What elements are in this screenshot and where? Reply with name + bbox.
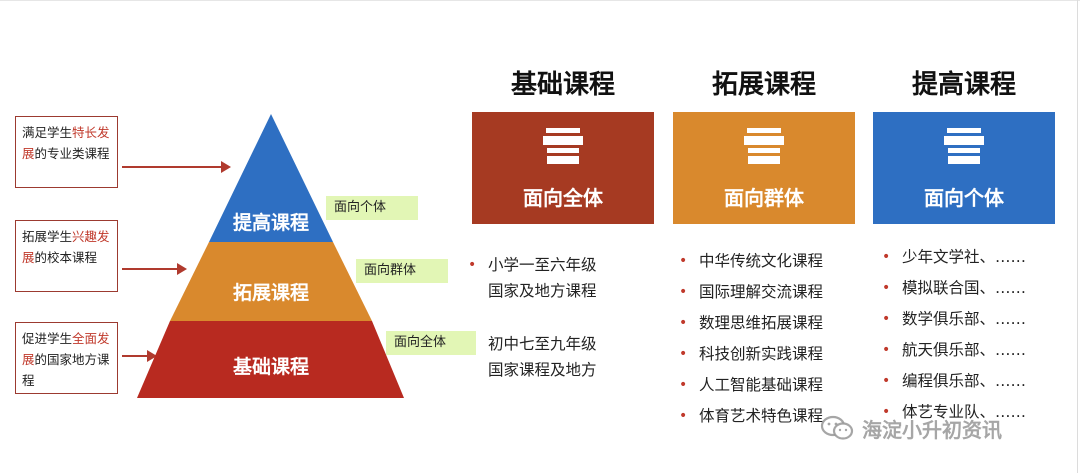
list-item: 体育艺术特色课程 [673,401,823,432]
list-item: 编程俱乐部、…… [876,366,1026,397]
store-icon [543,128,583,164]
card-basic: 面向全体 [472,112,654,224]
card-label: 面向全体 [523,186,603,210]
list-item: 数学俱乐部、…… [876,304,1026,335]
list-item: 中华传统文化课程 [673,246,823,277]
pyramid-label-top: 提高课程 [232,212,309,234]
list-item: 少年文学社、…… [876,242,1026,273]
pyramid [137,114,404,398]
list-item: 体艺专业队、…… [876,397,1026,428]
list-item: 数理思维拓展课程 [673,308,823,339]
desc-text: 拓展学生 [22,229,73,244]
list-item: 人工智能基础课程 [673,370,823,401]
pyramid-tier-middle [170,242,372,321]
desc-highlight: 特长发展 [22,125,110,161]
col-title-extended: 拓展课程 [711,70,816,100]
desc-box-basic: 促进学生全面发展的国家地方课程 [15,322,118,394]
list-basic-2: 初中七至九年级国家课程及地方 [462,331,597,383]
col-title-basic: 基础课程 [510,70,615,100]
arrow-basic [122,350,157,362]
desc-text: 的校本课程 [34,250,98,265]
arrow-extended [122,263,187,275]
wechat-icon [820,415,854,440]
card-label: 面向群体 [724,186,804,210]
tag-middle: 面向群体 [356,259,448,283]
list-item-line: 初中七至九年级 [488,335,597,353]
list-item: 航天俱乐部、…… [876,335,1026,366]
list-advanced: 少年文学社、…… 模拟联合国、…… 数学俱乐部、…… 航天俱乐部、…… 编程俱乐… [876,242,1026,428]
card-advanced: 面向个体 [873,112,1055,224]
list-item: 科技创新实践课程 [673,339,823,370]
desc-highlight: 全面发展 [22,331,110,367]
pyramid-tier-top [209,114,333,242]
desc-box-extended: 拓展学生兴趣发展的校本课程 [15,220,118,292]
arrow-advanced [122,161,231,173]
desc-box-advanced: 满足学生特长发展的专业类课程 [15,116,118,188]
list-item-line: 国家课程及地方 [488,361,597,379]
watermark-text: 海淀小升初资讯 [862,417,1002,442]
store-icon [744,128,784,164]
top-border [0,0,1080,1]
list-item: 初中七至九年级国家课程及地方 [462,331,597,383]
list-item: 模拟联合国、…… [876,273,1026,304]
desc-text: 满足学生 [22,125,73,140]
list-item-line: 小学一至六年级 [488,256,597,274]
right-border [1077,0,1078,473]
list-item: 国际理解交流课程 [673,277,823,308]
store-icon [944,128,984,164]
list-item-line: 国家及地方课程 [488,282,597,300]
tag-bottom: 面向全体 [386,331,476,355]
desc-text: 的国家地方课程 [22,352,110,388]
tag-top: 面向个体 [326,196,418,220]
desc-text: 的专业类课程 [34,146,110,161]
desc-highlight: 兴趣发展 [22,229,110,265]
pyramid-label-middle: 拓展课程 [232,282,309,304]
watermark: 海淀小升初资讯 [820,410,1002,446]
pyramid-tier-bottom [137,321,404,398]
pyramid-label-bottom: 基础课程 [232,356,309,378]
list-extended: 中华传统文化课程 国际理解交流课程 数理思维拓展课程 科技创新实践课程 人工智能… [673,246,823,432]
col-title-advanced: 提高课程 [911,70,1016,100]
desc-text: 促进学生 [22,331,73,346]
card-label: 面向个体 [924,186,1004,210]
card-extended: 面向群体 [673,112,855,224]
